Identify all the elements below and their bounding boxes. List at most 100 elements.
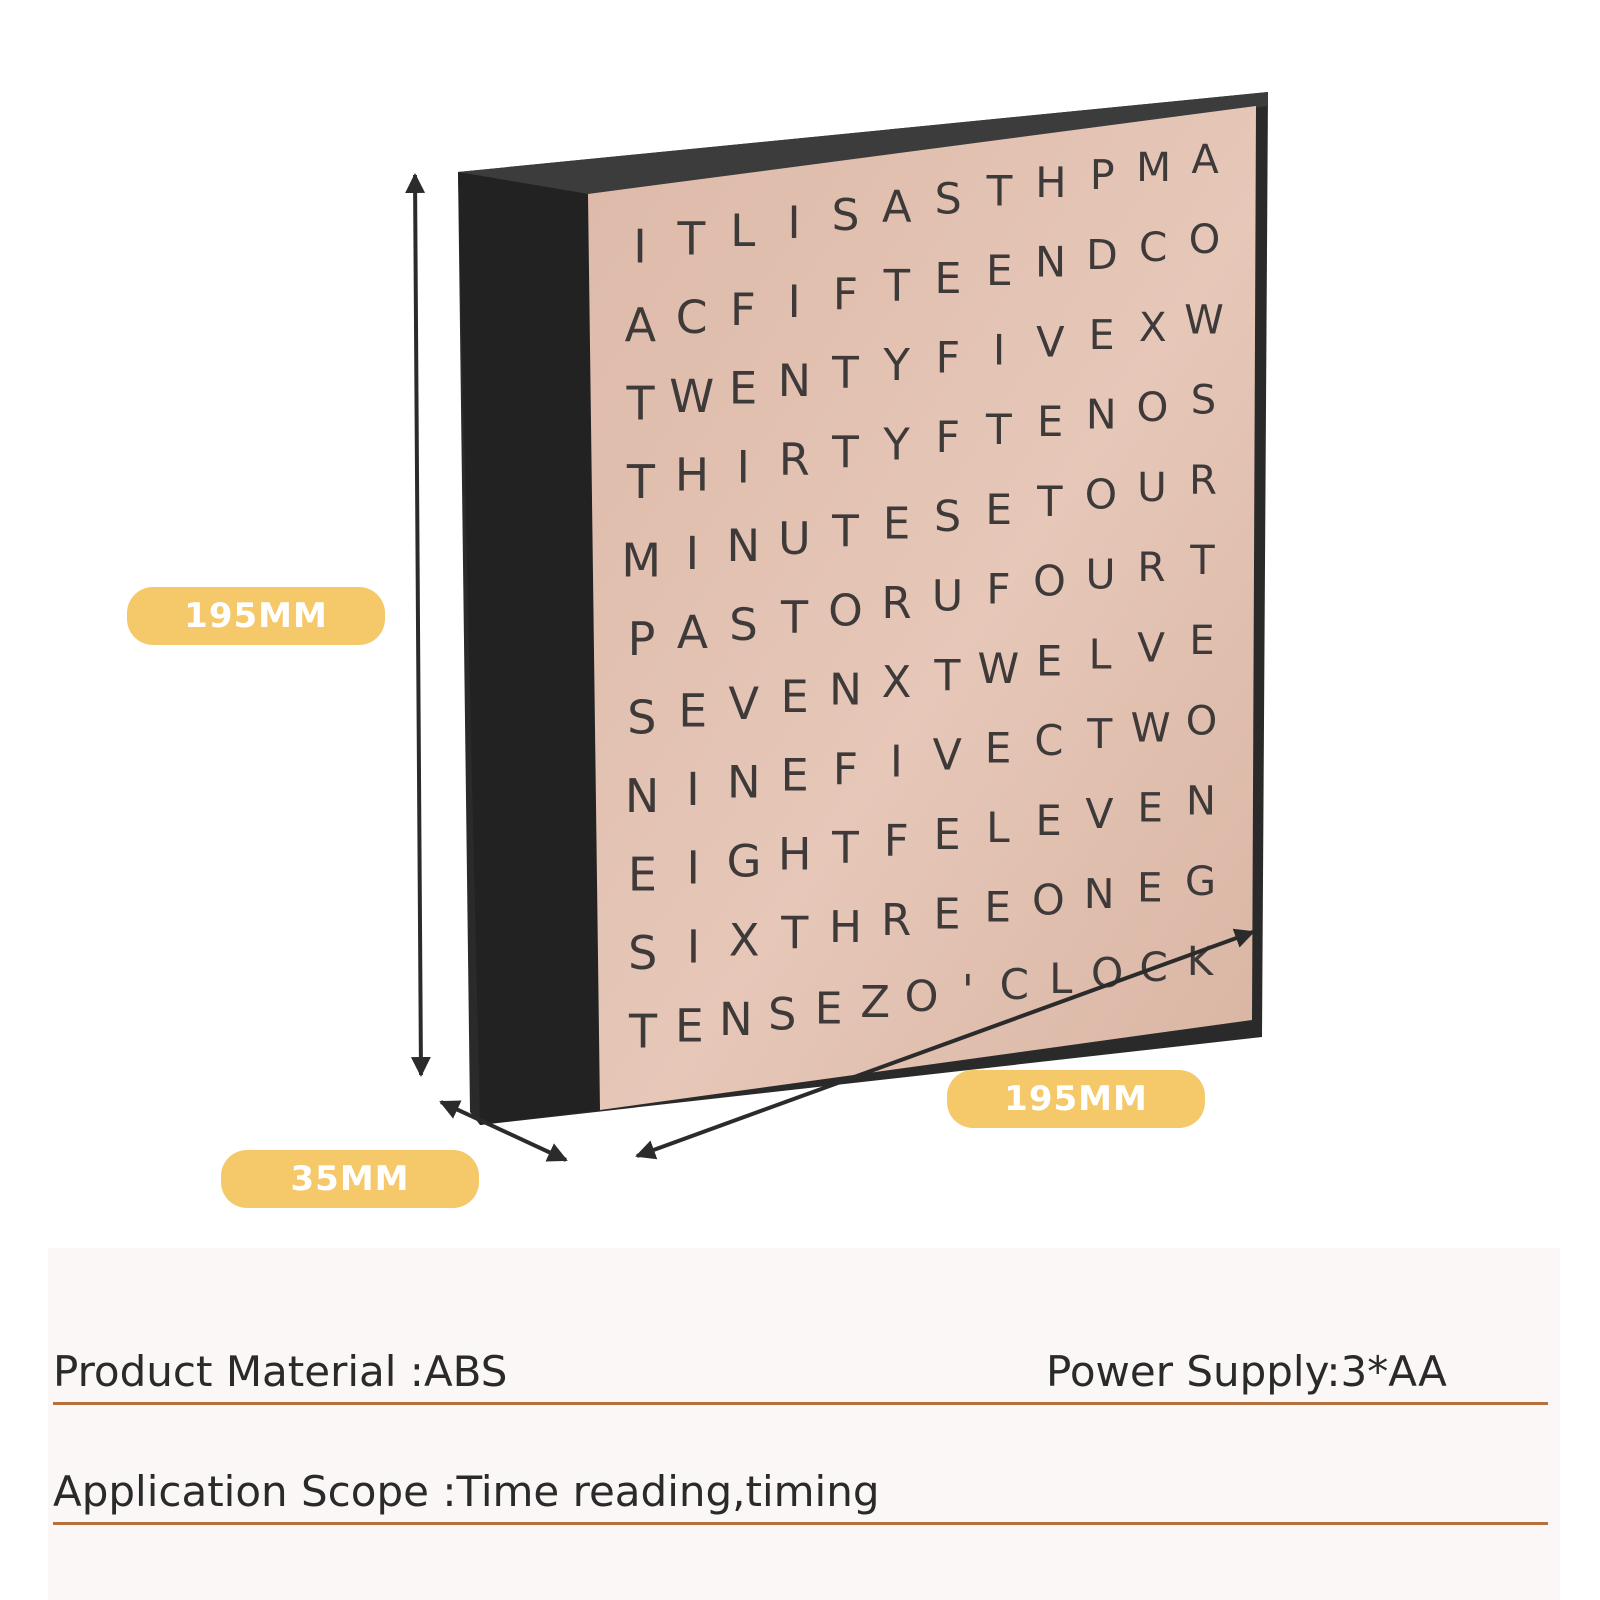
clock-letter: F bbox=[833, 269, 858, 320]
clock-letter: X bbox=[882, 658, 912, 708]
spec-power-supply: Power Supply:3*AA bbox=[1046, 1347, 1447, 1396]
clock-letter: V bbox=[728, 677, 759, 730]
clock-letter: O bbox=[1033, 557, 1066, 606]
clock-letter: E bbox=[1036, 636, 1062, 685]
clock-letter: E bbox=[984, 883, 1011, 932]
clock-letter: F bbox=[986, 564, 1010, 613]
clock-letter: L bbox=[1049, 954, 1072, 1003]
clock-letter: F bbox=[833, 744, 858, 795]
clock-letter: C bbox=[1000, 960, 1029, 1009]
clock-letter: V bbox=[1137, 623, 1165, 671]
clock-letter: O bbox=[1085, 471, 1117, 519]
clock-letter: S bbox=[934, 492, 961, 542]
clock-letter: N bbox=[1086, 391, 1117, 439]
clock-letter: E bbox=[883, 500, 910, 550]
clock-letter: O bbox=[905, 972, 939, 1022]
clock-letter: T bbox=[831, 427, 859, 478]
clock-letter: E bbox=[1036, 796, 1062, 845]
clock-letter: V bbox=[1036, 318, 1065, 367]
clock-letter: W bbox=[669, 370, 714, 423]
clock-letter: S bbox=[1191, 378, 1216, 424]
clock-letter: E bbox=[781, 751, 809, 802]
clock-letter: I bbox=[737, 440, 750, 493]
clock-letter: E bbox=[1189, 618, 1214, 664]
clock-letter: T bbox=[1036, 477, 1063, 526]
depth-dimension-arrow bbox=[439, 1100, 568, 1162]
clock-letter: Z bbox=[860, 978, 890, 1028]
clock-letter: S bbox=[729, 598, 758, 651]
clock-letter: T bbox=[780, 593, 809, 644]
clock-letter: I bbox=[687, 920, 700, 973]
clock-letter: L bbox=[1089, 630, 1112, 678]
clock-letter: T bbox=[677, 213, 706, 266]
clock-letter: W bbox=[1184, 297, 1224, 343]
clock-letter: V bbox=[933, 731, 962, 781]
clock-letter: L bbox=[730, 204, 755, 257]
clock-letter: P bbox=[1090, 151, 1115, 199]
clock-letter: R bbox=[1189, 458, 1217, 504]
clock-letter: E bbox=[628, 848, 657, 902]
clock-letter: H bbox=[1035, 158, 1066, 207]
clock-letter: T bbox=[1189, 538, 1215, 584]
clock-letter: A bbox=[677, 606, 708, 659]
clock-letter: O bbox=[1136, 383, 1168, 431]
clock-letter: N bbox=[1186, 779, 1216, 825]
clock-letter: D bbox=[1086, 231, 1118, 279]
clock-letter: N bbox=[1084, 870, 1115, 918]
clock-letter: E bbox=[1089, 311, 1115, 359]
clock-letter: N bbox=[829, 665, 862, 716]
spec-divider bbox=[53, 1402, 1548, 1405]
clock-letter: T bbox=[780, 909, 809, 960]
clock-letter: T bbox=[1086, 710, 1113, 758]
clock-letter: C bbox=[676, 291, 708, 344]
clock-frame-top-edge bbox=[458, 92, 1268, 194]
clock-letter: U bbox=[1085, 551, 1115, 599]
clock-letter: E bbox=[934, 889, 961, 939]
clock-letter: V bbox=[1085, 790, 1113, 838]
clock-letter: T bbox=[626, 455, 656, 509]
clock-letter: X bbox=[729, 913, 760, 966]
clock-letter: E bbox=[1037, 397, 1063, 446]
clock-letter: S bbox=[935, 175, 962, 225]
spec-divider bbox=[53, 1522, 1548, 1525]
clock-letter: I bbox=[686, 842, 699, 895]
clock-letter: G bbox=[1185, 859, 1216, 905]
clock-letter: U bbox=[1137, 463, 1167, 511]
spec-application-scope: Application Scope :Time reading,timing bbox=[53, 1467, 880, 1516]
clock-letter: T bbox=[986, 167, 1013, 216]
clock-letter: Y bbox=[882, 341, 910, 391]
clock-letter: I bbox=[890, 737, 903, 787]
clock-letter: T bbox=[985, 405, 1012, 454]
clock-letter: H bbox=[778, 830, 811, 881]
clock-face bbox=[588, 106, 1256, 1110]
clock-letter: F bbox=[936, 333, 961, 383]
spec-material: Product Material :ABS bbox=[53, 1347, 508, 1396]
clock-letter: I bbox=[633, 220, 647, 274]
clock-letter: G bbox=[727, 835, 762, 888]
clock-letter: H bbox=[675, 449, 709, 502]
clock-letter: T bbox=[831, 823, 859, 874]
clock-letter: T bbox=[831, 507, 859, 558]
clock-letter: O bbox=[828, 586, 862, 637]
clock-letter: Y bbox=[882, 420, 910, 470]
clock-letter: I bbox=[686, 763, 699, 816]
clock-letter: E bbox=[1137, 863, 1163, 911]
clock-letter: N bbox=[719, 993, 753, 1046]
clock-letter: S bbox=[768, 989, 796, 1040]
clock-letter: E bbox=[815, 983, 843, 1034]
clock-letter: E bbox=[678, 684, 707, 737]
clock-letter: E bbox=[934, 810, 961, 860]
clock-letter: W bbox=[1131, 703, 1171, 751]
clock-letter: C bbox=[1034, 716, 1063, 765]
clock-letter: C bbox=[1139, 223, 1167, 271]
clock-letter: N bbox=[1035, 238, 1066, 287]
clock-letter: E bbox=[1137, 783, 1163, 831]
clock-letter: O bbox=[1189, 217, 1220, 263]
clock-letter: E bbox=[986, 246, 1013, 295]
clock-letter: P bbox=[628, 612, 656, 666]
clock-letter: E bbox=[985, 724, 1012, 773]
clock-letter: R bbox=[1137, 543, 1165, 591]
clock-letter: A bbox=[882, 183, 912, 233]
clock-letter: M bbox=[621, 534, 661, 588]
clock-letter: T bbox=[628, 1005, 658, 1059]
